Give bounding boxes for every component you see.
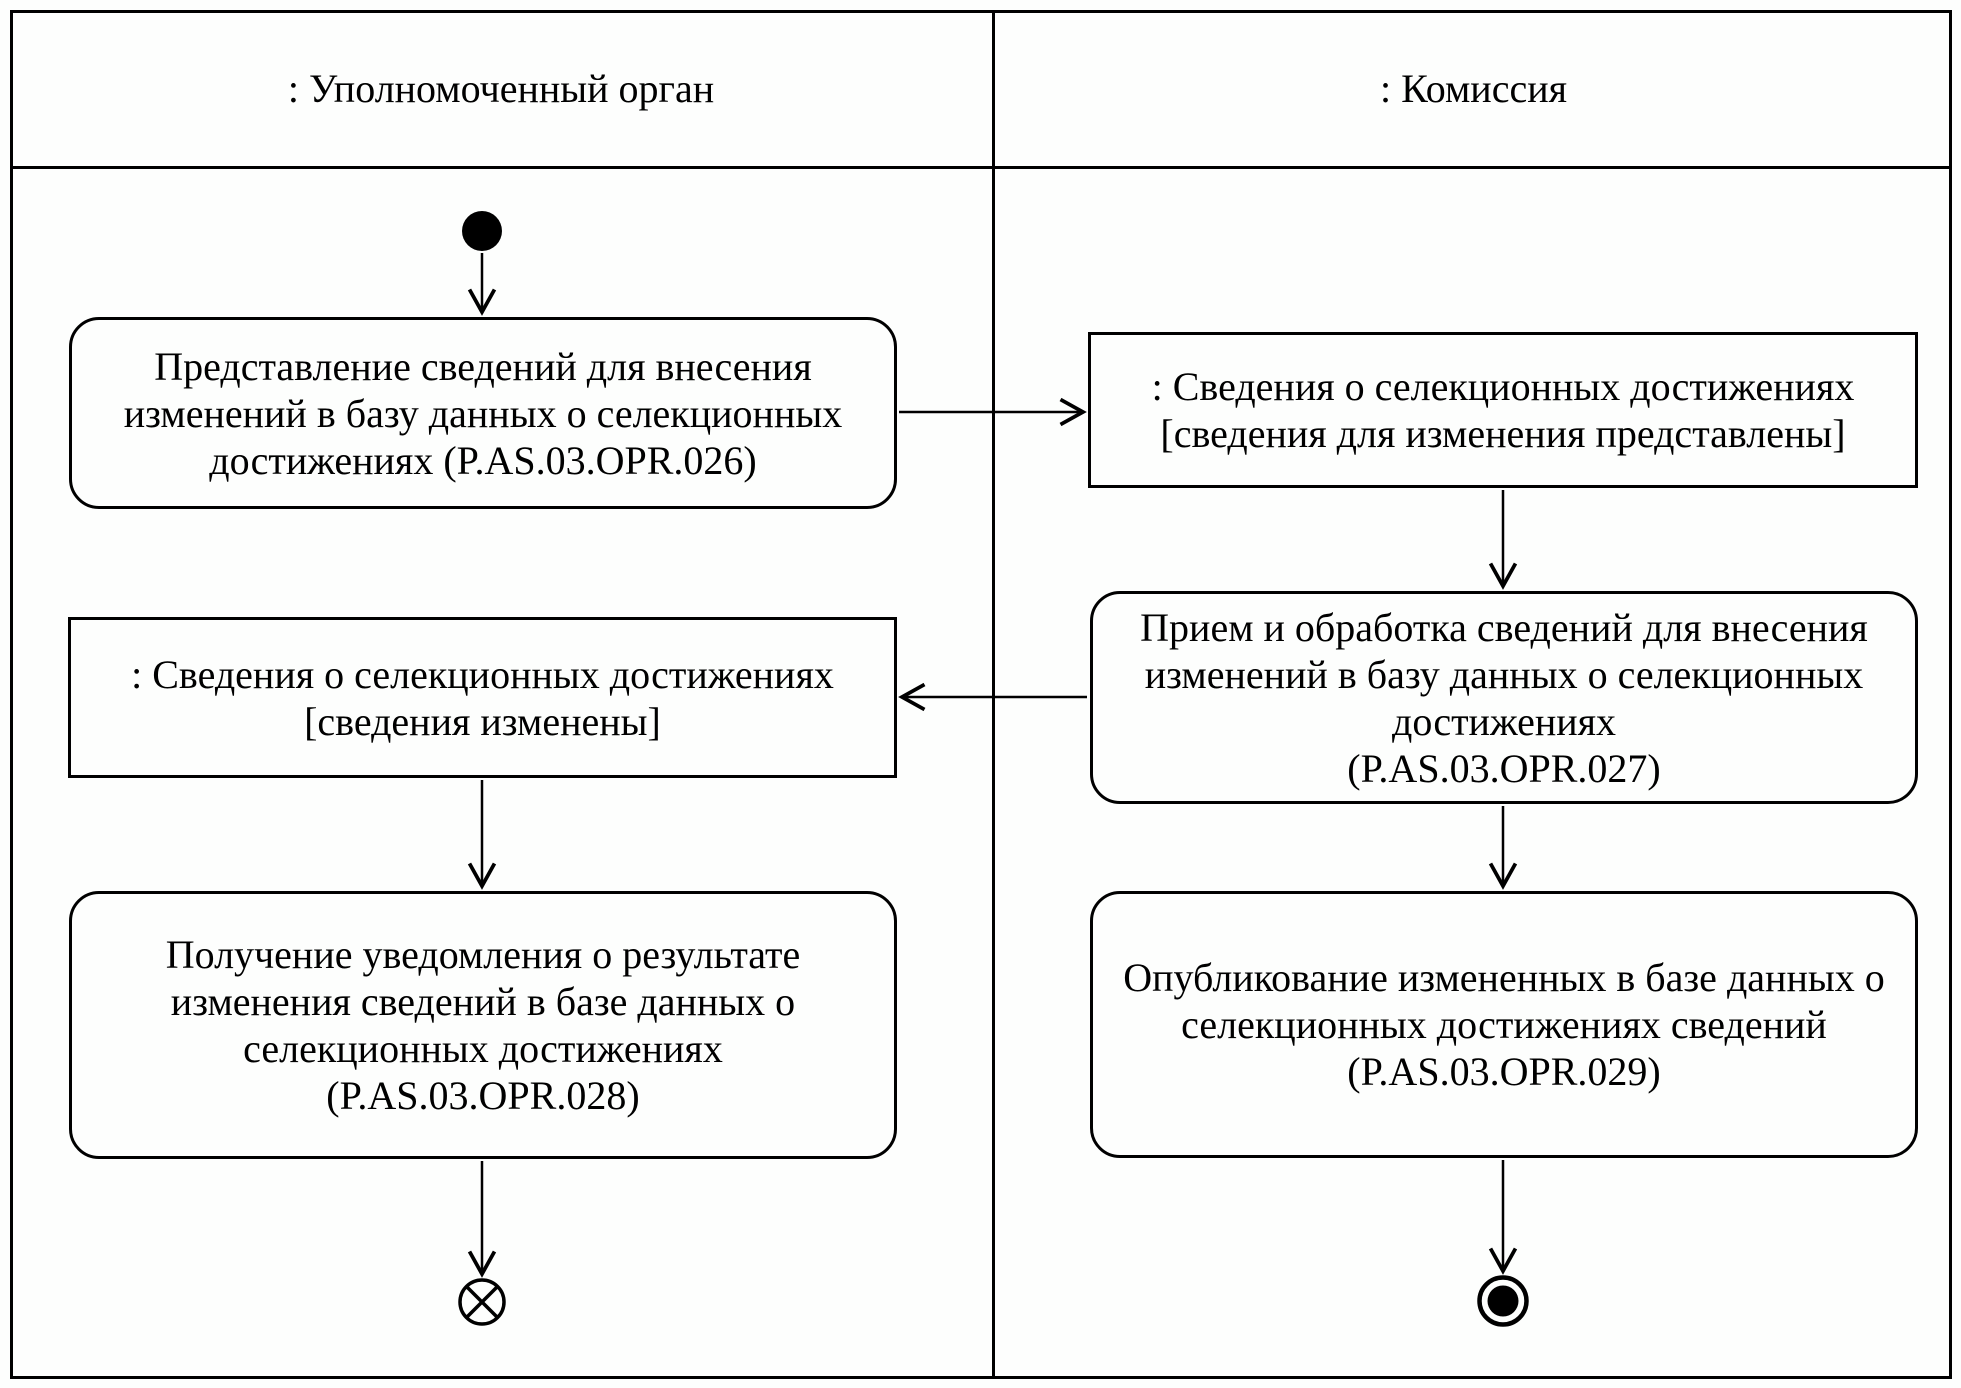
- diagram-border: [10, 10, 1952, 1379]
- object-node-info-submitted: : Сведения о селекционных достижениях [с…: [1088, 332, 1918, 488]
- lane-header-commission: : Комиссия: [1379, 65, 1568, 111]
- lane-header-separator: [10, 166, 1952, 169]
- action-node-opr-029: Опубликование измененных в базе данных о…: [1090, 891, 1918, 1158]
- lane-header-authorized-body: : Уполномоченный орган: [287, 65, 715, 111]
- action-node-opr-028: Получение уведомления о результате измен…: [69, 891, 897, 1159]
- object-node-info-changed: : Сведения о селекционных достижениях [с…: [68, 617, 897, 778]
- lane-divider: [992, 10, 995, 1379]
- action-node-opr-026: Представление сведений для внесения изме…: [69, 317, 897, 509]
- action-node-opr-027: Прием и обработка сведений для внесения …: [1090, 591, 1918, 804]
